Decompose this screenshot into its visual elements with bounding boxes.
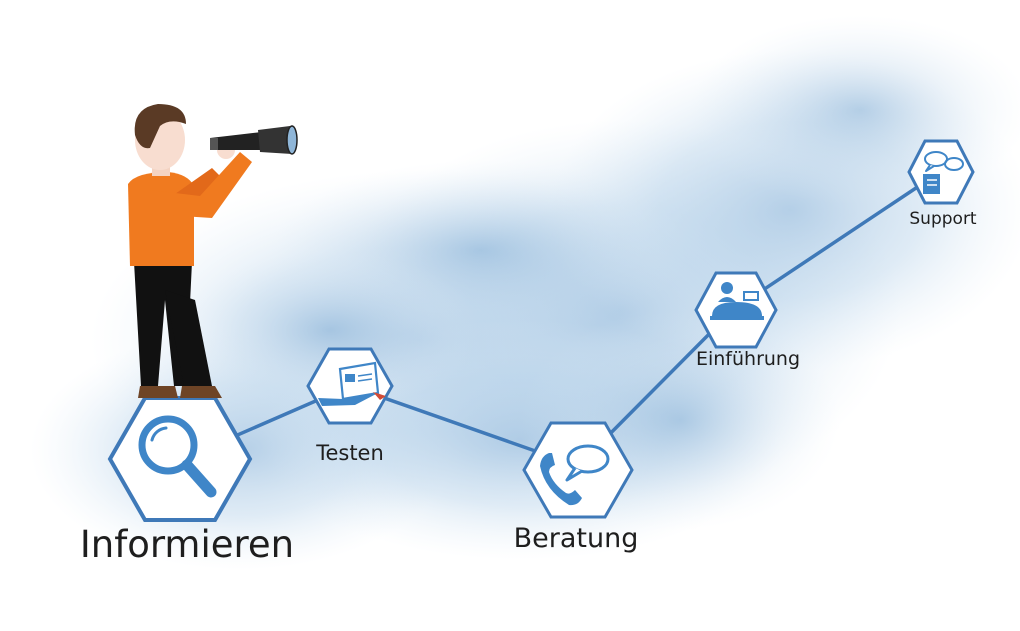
step-label-einfuehrung: Einführung bbox=[696, 348, 800, 370]
step-testen: Testen bbox=[308, 349, 392, 465]
step-label-beratung: Beratung bbox=[514, 523, 639, 554]
step-label-support: Support bbox=[909, 209, 977, 229]
telescope-icon bbox=[210, 126, 297, 154]
step-label-informieren: Informieren bbox=[80, 523, 294, 566]
step-label-testen: Testen bbox=[315, 441, 384, 465]
hexagon-support bbox=[909, 141, 973, 203]
